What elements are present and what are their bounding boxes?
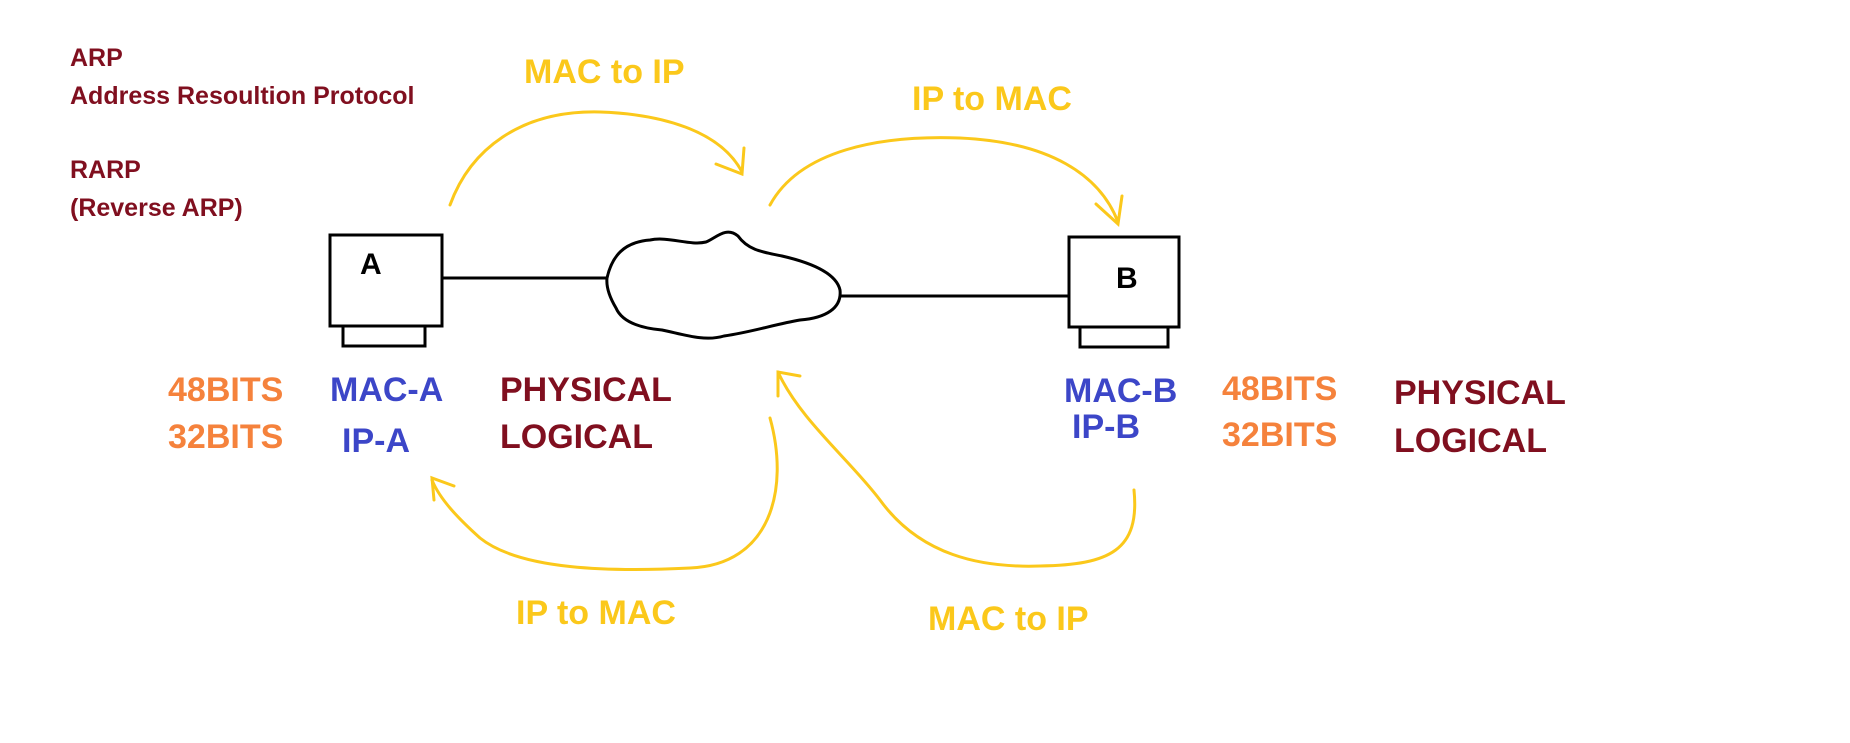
arrow-bottom-right [776,370,1137,568]
arrow-label-top-left: MAC to IP [524,53,685,91]
host-a-mac-bits: 48BITS [168,371,284,409]
arrow-bottom-left [430,416,779,571]
host-b-ip-bits: 32BITS [1222,416,1338,454]
host-a-label: A [360,248,382,281]
computer-b-icon [1067,235,1181,349]
host-b-logical-label: LOGICAL [1394,422,1547,460]
computer-a-icon [328,233,444,348]
arrow-top-left [448,110,746,207]
host-b-mac-bits: 48BITS [1222,370,1338,408]
arrow-label-top-right: IP to MAC [912,80,1072,118]
host-b-physical-label: PHYSICAL [1394,374,1566,412]
host-a-ip-bits: 32BITS [168,418,284,456]
network-cloud-icon [605,230,842,340]
host-a-ip-address: IP-A [342,422,410,460]
host-a-mac-address: MAC-A [330,371,444,409]
arp-title: ARP [70,44,123,72]
rarp-full-name: (Reverse ARP) [70,194,243,222]
host-b-label: B [1116,262,1138,295]
host-a-logical-label: LOGICAL [500,418,653,456]
arp-full-name: Address Resoultion Protocol [70,82,415,110]
arrow-top-right [768,136,1124,228]
host-a-physical-label: PHYSICAL [500,371,672,409]
host-b-ip-address: IP-B [1072,408,1140,446]
arrow-label-bottom-right: MAC to IP [928,600,1089,638]
host-b-mac-address: MAC-B [1064,372,1178,410]
rarp-title: RARP [70,156,141,184]
arrow-label-bottom-left: IP to MAC [516,594,676,632]
